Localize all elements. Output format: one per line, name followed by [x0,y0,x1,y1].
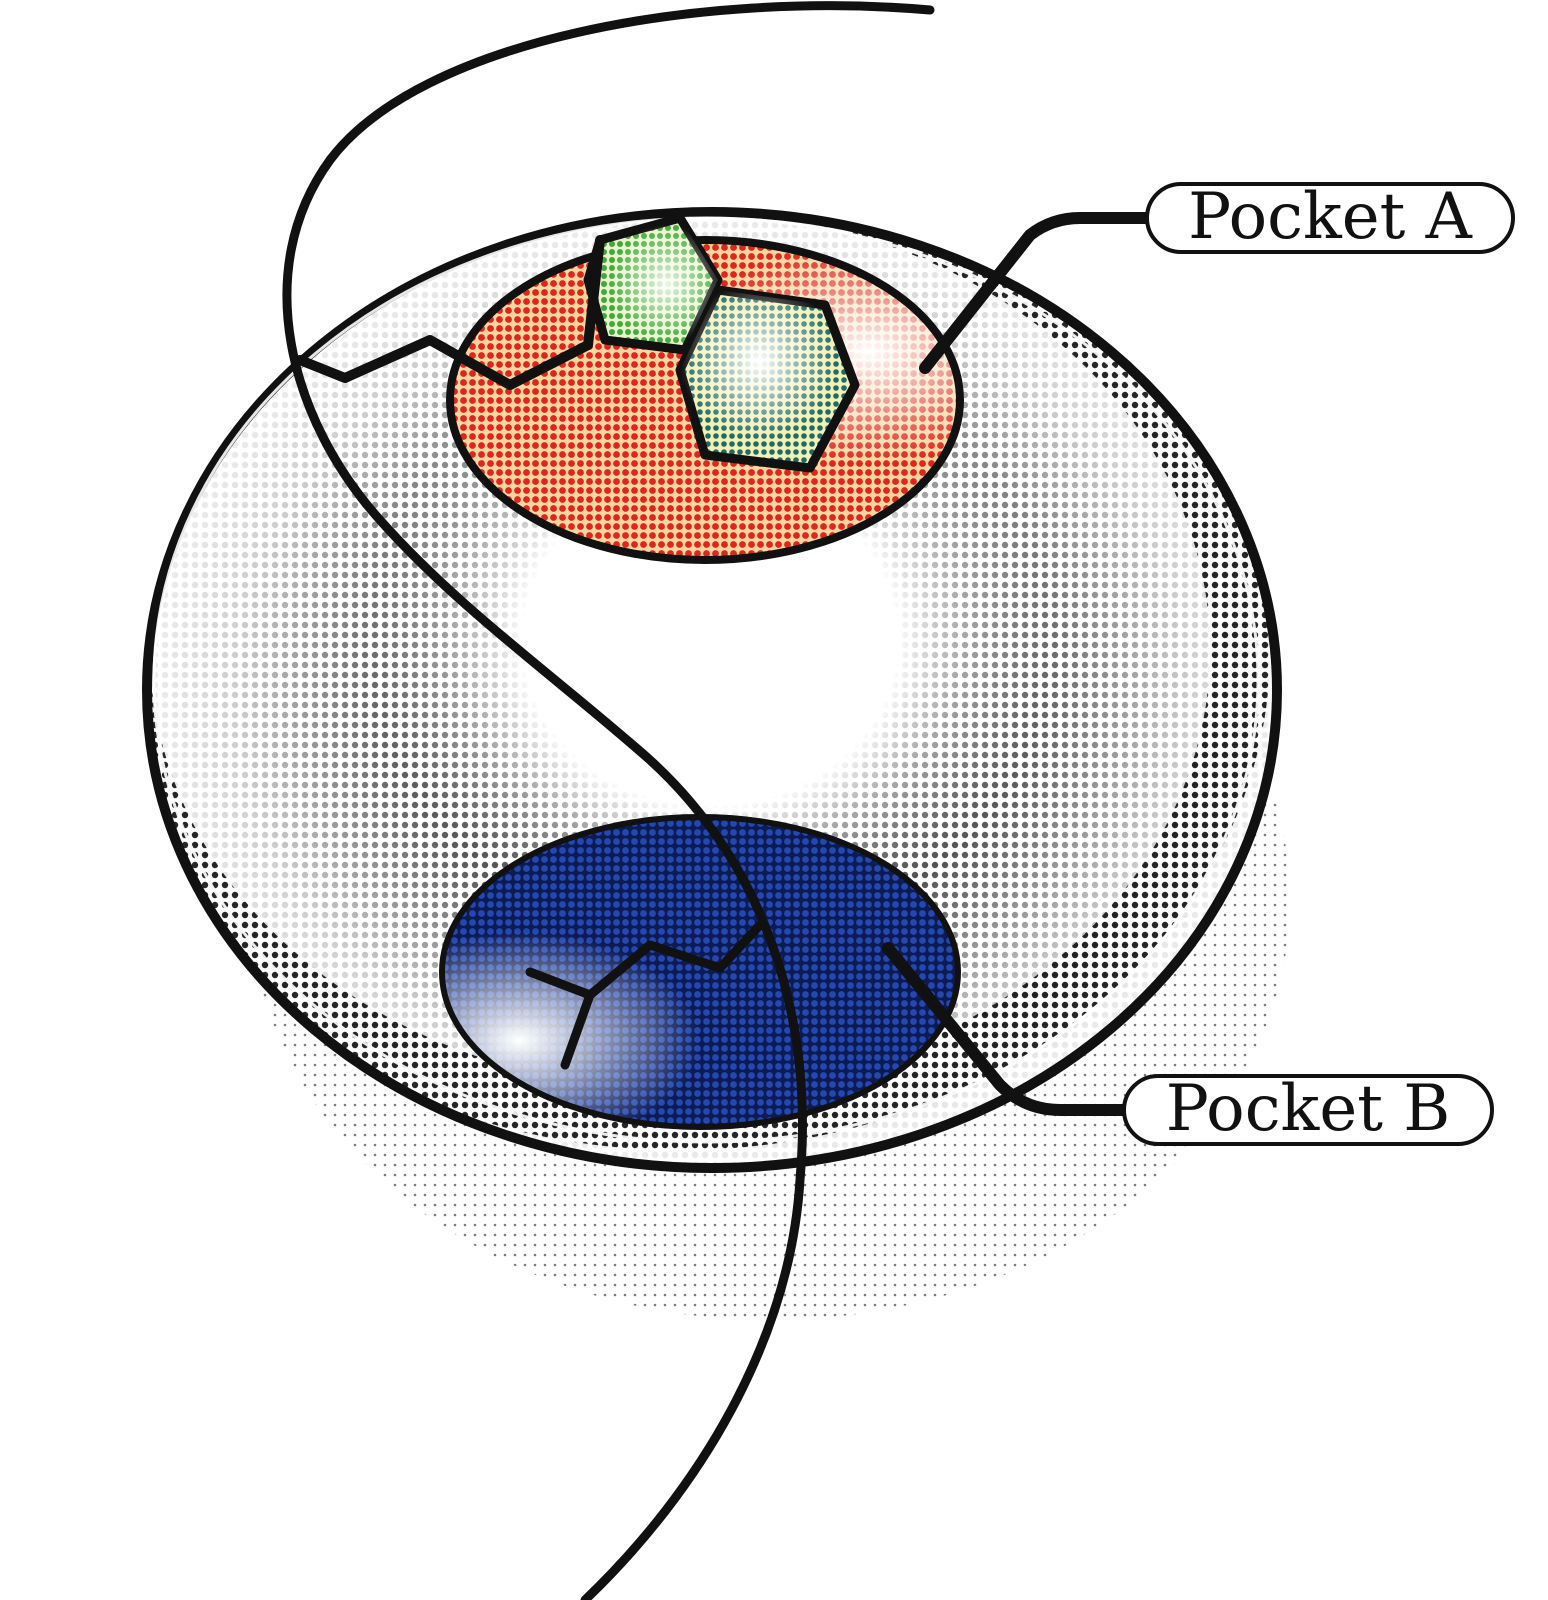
ligand-ring-teal [675,285,860,473]
pocket-a-leader-line [919,212,1156,374]
pocket-b-leader-line [882,942,1136,1116]
pocket-b [439,814,961,1130]
pocket-a-label: Pocket A [1188,180,1473,254]
pocket-a-label-box [1145,182,1515,254]
pocket-b-label: Pocket B [1166,1072,1451,1146]
pocket-b-callout: Pocket B [882,942,1494,1146]
pocket-b-label-box [1122,1074,1494,1146]
pocket-a-callout: Pocket A [919,180,1515,374]
ligand-chain [282,1,935,1600]
